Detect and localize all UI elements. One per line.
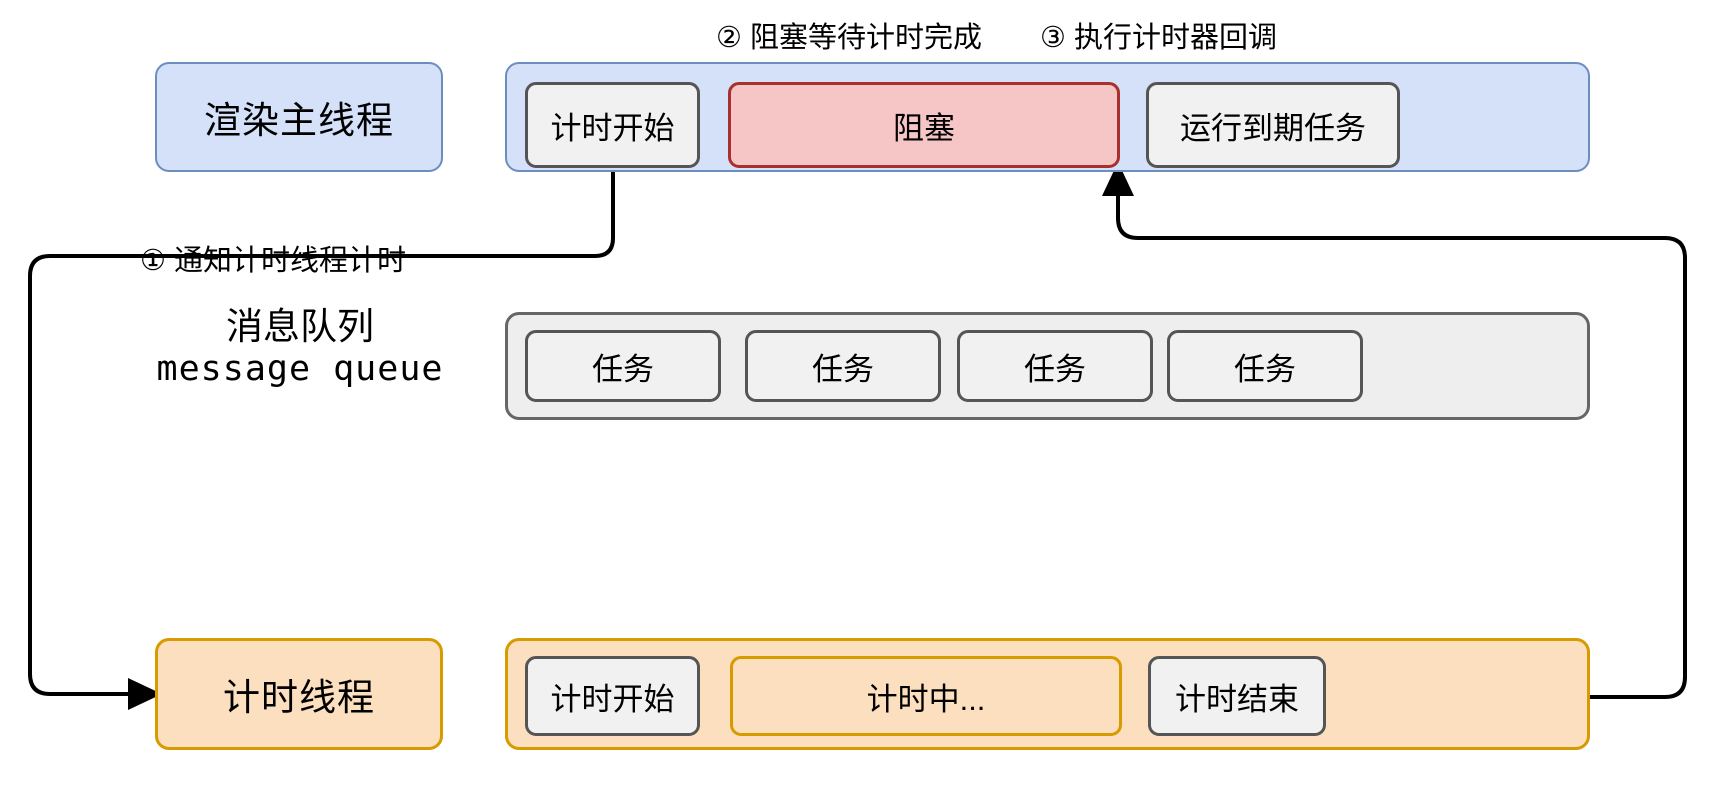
timer-thread-block-timer-end[interactable]: 计时结束: [1148, 656, 1326, 736]
message-queue-task-1[interactable]: 任务: [525, 330, 721, 402]
message-queue-task-4[interactable]: 任务: [1167, 330, 1363, 402]
lane-label-timer-thread: 计时线程: [155, 638, 443, 750]
annotation-step-1: ① 通知计时线程计时: [140, 245, 407, 277]
lane-label-main-thread: 渲染主线程: [155, 62, 443, 172]
main-thread-block-timer-start[interactable]: 计时开始: [525, 82, 700, 168]
timer-thread-block-timing[interactable]: 计时中...: [730, 656, 1122, 736]
wire-timer-callback: [1116, 196, 1687, 699]
message-queue-label-en: message queue: [156, 348, 444, 389]
message-queue-task-3[interactable]: 任务: [957, 330, 1153, 402]
main-thread-block-run-expired-task[interactable]: 运行到期任务: [1146, 82, 1400, 168]
message-queue-task-2[interactable]: 任务: [745, 330, 941, 402]
timer-thread-block-timer-start[interactable]: 计时开始: [525, 656, 700, 736]
annotation-step-2: ② 阻塞等待计时完成: [716, 22, 983, 54]
annotation-step-3: ③ 执行计时器回调: [1040, 22, 1278, 54]
main-thread-block-blocked[interactable]: 阻塞: [728, 82, 1120, 168]
message-queue-label-cn: 消息队列: [226, 306, 374, 347]
message-queue-label: 消息队列 message queue: [130, 305, 470, 390]
